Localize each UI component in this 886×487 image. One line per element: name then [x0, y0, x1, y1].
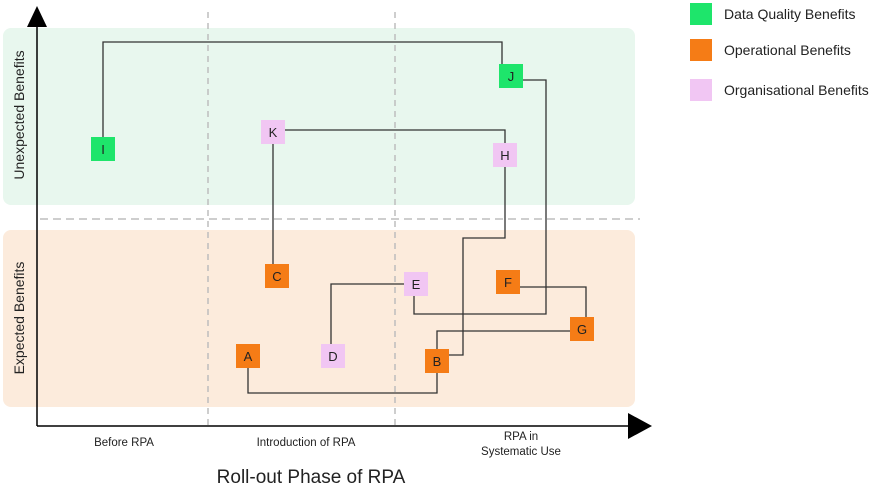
phase-label: Systematic Use: [481, 446, 561, 458]
node-box: [265, 264, 289, 288]
node-label: C: [272, 269, 281, 284]
connector-J-E: [413, 79, 547, 315]
node-D: D: [321, 344, 345, 368]
y-axis-arrow-icon: [27, 6, 47, 27]
node-box: [321, 344, 345, 368]
node-F: F: [496, 270, 520, 294]
legend-item-data-quality: Data Quality Benefits: [690, 3, 856, 25]
phase-label: Before RPA: [94, 437, 154, 449]
node-box: [404, 272, 428, 296]
legend-item-organisational: Organisational Benefits: [690, 79, 869, 101]
node-box: [493, 143, 517, 167]
legend-swatch: [690, 79, 712, 101]
node-H: H: [493, 143, 517, 167]
node-box: [261, 120, 285, 144]
node-C: C: [265, 264, 289, 288]
legend-label: Operational Benefits: [724, 42, 851, 58]
legend-label: Organisational Benefits: [724, 82, 869, 98]
node-label: F: [504, 275, 512, 290]
legend-swatch: [690, 39, 712, 61]
node-label: D: [328, 349, 337, 364]
y-label-expected: Expected Benefits: [11, 262, 27, 375]
node-box: [496, 270, 520, 294]
node-label: E: [412, 277, 421, 292]
legend-item-operational: Operational Benefits: [690, 39, 851, 61]
legend-label: Data Quality Benefits: [724, 6, 856, 22]
connector-H-B: [437, 155, 506, 356]
x-axis-arrow-icon: [628, 413, 652, 439]
node-A: A: [236, 344, 260, 368]
x-axis-title: Roll-out Phase of RPA: [217, 467, 406, 487]
connector-I-J: [102, 41, 503, 149]
phase-label: Introduction of RPA: [257, 437, 356, 449]
node-label: A: [244, 349, 253, 364]
node-label: I: [101, 142, 105, 157]
node-K: K: [261, 120, 285, 144]
node-B: B: [425, 349, 449, 373]
y-label-unexpected: Unexpected Benefits: [11, 50, 27, 179]
node-label: J: [508, 69, 515, 84]
node-box: [570, 317, 594, 341]
node-J: J: [499, 64, 523, 88]
phase-label: RPA in: [504, 431, 538, 443]
legend-swatch: [690, 3, 712, 25]
node-label: G: [577, 322, 587, 337]
node-label: H: [500, 148, 509, 163]
node-label: K: [269, 125, 278, 140]
connector-E-D: [330, 283, 416, 356]
unexpected-benefits-band: [3, 28, 635, 205]
node-box: [499, 64, 523, 88]
node-box: [91, 137, 115, 161]
node-box: [425, 349, 449, 373]
node-label: B: [433, 354, 442, 369]
node-E: E: [404, 272, 428, 296]
expected-benefits-band: [3, 230, 635, 407]
node-G: G: [570, 317, 594, 341]
node-I: I: [91, 137, 115, 161]
legend: Data Quality Benefits Operational Benefi…: [690, 0, 886, 110]
connector-A-B: [247, 356, 438, 394]
node-box: [236, 344, 260, 368]
